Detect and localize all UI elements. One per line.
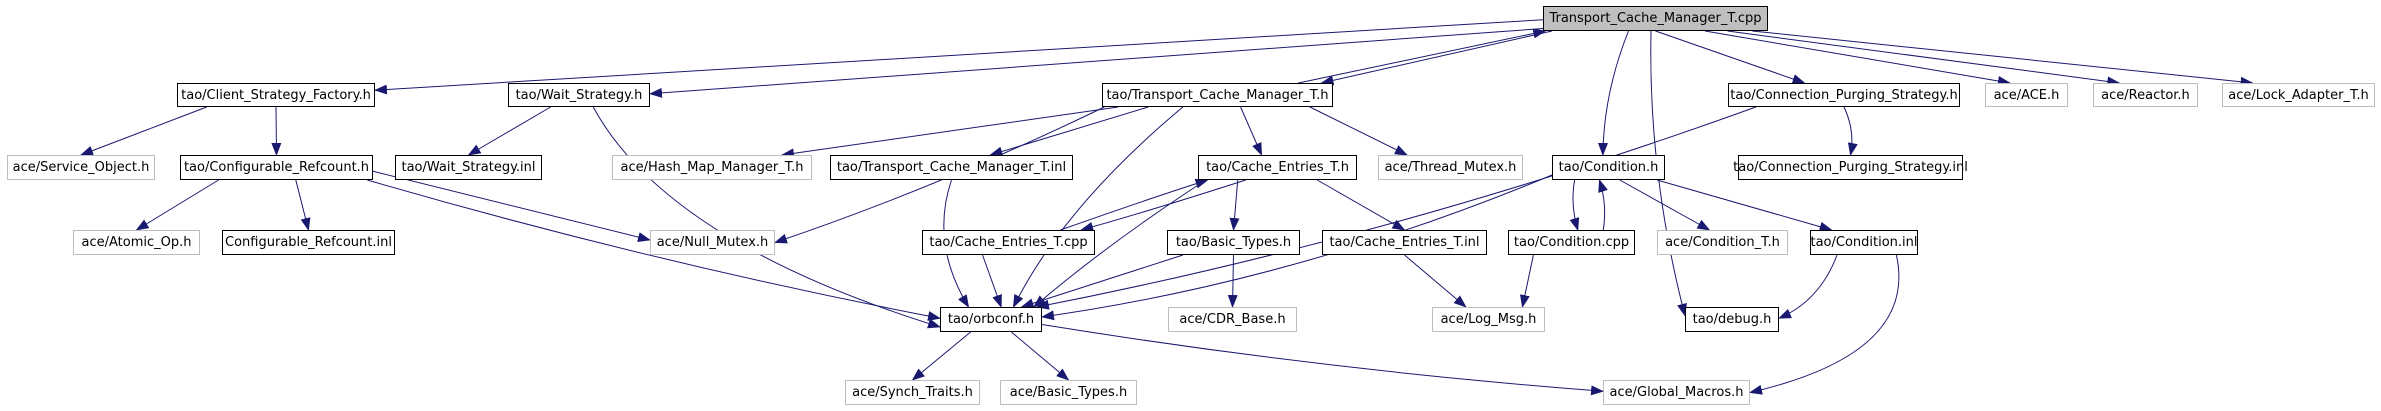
edge-orbconf-bt_ace <box>1011 331 1070 381</box>
edge-tcm_h-tcm_inl <box>989 106 1149 157</box>
node-cps_inl[interactable]: tao/Connection_Purging_Strategy.inl <box>1733 155 1968 180</box>
node-cr_h[interactable]: tao/Configurable_Refcount.h <box>180 155 373 180</box>
edge-tcm_h-hmm_h <box>781 106 1119 159</box>
edge-ce_h-orbconf <box>1033 179 1207 308</box>
edge-cond_cpp-cond_h <box>1598 179 1608 231</box>
node-hmm_h: ace/Hash_Map_Manager_T.h <box>612 155 812 180</box>
node-tcm_cpp: Transport_Cache_Manager_T.cpp <box>1543 6 1768 31</box>
node-bt_tao[interactable]: tao/Basic_Types.h <box>1167 230 1300 255</box>
node-cond_h[interactable]: tao/Condition.h <box>1552 155 1665 180</box>
edge-cond_h-cond_t <box>1619 179 1711 231</box>
edge-bt_tao-cdr <box>1227 254 1238 308</box>
edge-tcm_cpp-ws_h <box>649 28 1544 98</box>
edge-cps_h-cps_inl <box>1843 106 1858 156</box>
edge-tcm_h-tm_h <box>1309 106 1408 156</box>
edge-cr_h-atomic <box>135 179 219 231</box>
edge-csf_h-service_obj <box>80 106 207 156</box>
edge-ce_inl-logmsg <box>1404 254 1467 308</box>
node-ws_inl[interactable]: tao/Wait_Strategy.inl <box>395 155 542 180</box>
edge-bt_tao-orbconf <box>1020 254 1184 309</box>
edge-ce_cpp-orbconf <box>982 254 1002 308</box>
node-tm_h: ace/Thread_Mutex.h <box>1378 155 1523 180</box>
node-logmsg: ace/Log_Msg.h <box>1432 307 1545 332</box>
edge-tcm_h-ce_h <box>1240 106 1263 156</box>
edge-cond_inl-debug <box>1778 254 1838 319</box>
node-cr_inl[interactable]: Configurable_Refcount.inl <box>222 230 395 255</box>
node-synch: ace/Synch_Traits.h <box>845 380 980 405</box>
node-cond_t: ace/Condition_T.h <box>1657 230 1788 255</box>
edge-ce_cpp-ce_h <box>1060 178 1209 231</box>
edge-tcm_cpp-reactor_h <box>1727 30 2121 87</box>
node-bt_ace: ace/Basic_Types.h <box>1000 380 1137 405</box>
edge-tcm_cpp-cps_h <box>1655 30 1806 84</box>
edge-cond_cpp-logmsg <box>1519 254 1534 308</box>
edge-orbconf-synch <box>911 331 971 381</box>
edge-orbconf-gm <box>1041 324 1604 396</box>
edge-cond_h-orbconf <box>1041 174 1553 321</box>
node-reactor_h: ace/Reactor.h <box>2093 83 2198 107</box>
edge-ws_h-ws_inl <box>467 106 551 156</box>
node-ace_h: ace/ACE.h <box>1985 83 2068 107</box>
edge-tcm_cpp-lock_adapter <box>1752 30 2254 87</box>
edge-cond_h-cond_cpp <box>1569 179 1580 231</box>
node-cond_inl[interactable]: tao/Condition.inl <box>1810 230 1918 255</box>
edge-tcm_cpp-csf_h <box>374 19 1544 95</box>
node-service_obj: ace/Service_Object.h <box>7 155 155 180</box>
edge-ce_h-ce_cpp <box>1080 179 1246 232</box>
edge-ws_h-orbconf <box>592 106 941 329</box>
edge-tcm_cpp-tcm_h <box>1320 30 1553 86</box>
node-cps_h[interactable]: tao/Connection_Purging_Strategy.h <box>1728 83 1960 107</box>
node-orbconf[interactable]: tao/orbconf.h <box>940 307 1042 332</box>
edge-cond_h-cond_inl <box>1656 179 1833 232</box>
node-tcm_h[interactable]: tao/Transport_Cache_Manager_T.h <box>1102 83 1333 107</box>
edge-cr_h-orbconf <box>367 179 941 321</box>
edge-tcm_cpp-cond_h <box>1598 30 1629 156</box>
node-null_mutex: ace/Null_Mutex.h <box>650 230 775 255</box>
edge-cps_h-orbconf <box>1035 106 1757 310</box>
node-cdr: ace/CDR_Base.h <box>1168 307 1297 332</box>
edge-cond_inl-gm <box>1749 254 1900 395</box>
node-csf_h[interactable]: tao/Client_Strategy_Factory.h <box>177 83 375 107</box>
node-tcm_inl[interactable]: tao/Transport_Cache_Manager_T.inl <box>830 155 1073 180</box>
edge-ce_h-ce_inl <box>1317 179 1406 231</box>
edge-ce_h-bt_tao <box>1229 179 1240 231</box>
edge-tcm_h-tcm_cpp <box>1298 28 1547 84</box>
edge-cr_h-cr_inl <box>295 179 311 231</box>
edge-tcm_cpp-ace_h <box>1704 30 2011 86</box>
node-lock_adapter: ace/Lock_Adapter_T.h <box>2222 83 2375 107</box>
node-debug[interactable]: tao/debug.h <box>1685 307 1779 332</box>
node-ce_inl[interactable]: tao/Cache_Entries_T.inl <box>1322 230 1487 255</box>
node-ce_cpp[interactable]: tao/Cache_Entries_T.cpp <box>922 230 1095 255</box>
edge-csf_h-cr_h <box>271 106 282 156</box>
node-atomic: ace/Atomic_Op.h <box>73 230 200 255</box>
edge-cr_h-null_mutex <box>372 170 651 242</box>
node-ws_h[interactable]: tao/Wait_Strategy.h <box>508 83 650 107</box>
edge-tcm_h-null_mutex <box>774 106 1105 244</box>
edge-tcm_h-orbconf <box>1012 106 1184 308</box>
node-cond_cpp[interactable]: tao/Condition.cpp <box>1508 230 1635 255</box>
node-gm: ace/Global_Macros.h <box>1603 380 1750 405</box>
node-ce_h[interactable]: tao/Cache_Entries_T.h <box>1198 155 1357 180</box>
